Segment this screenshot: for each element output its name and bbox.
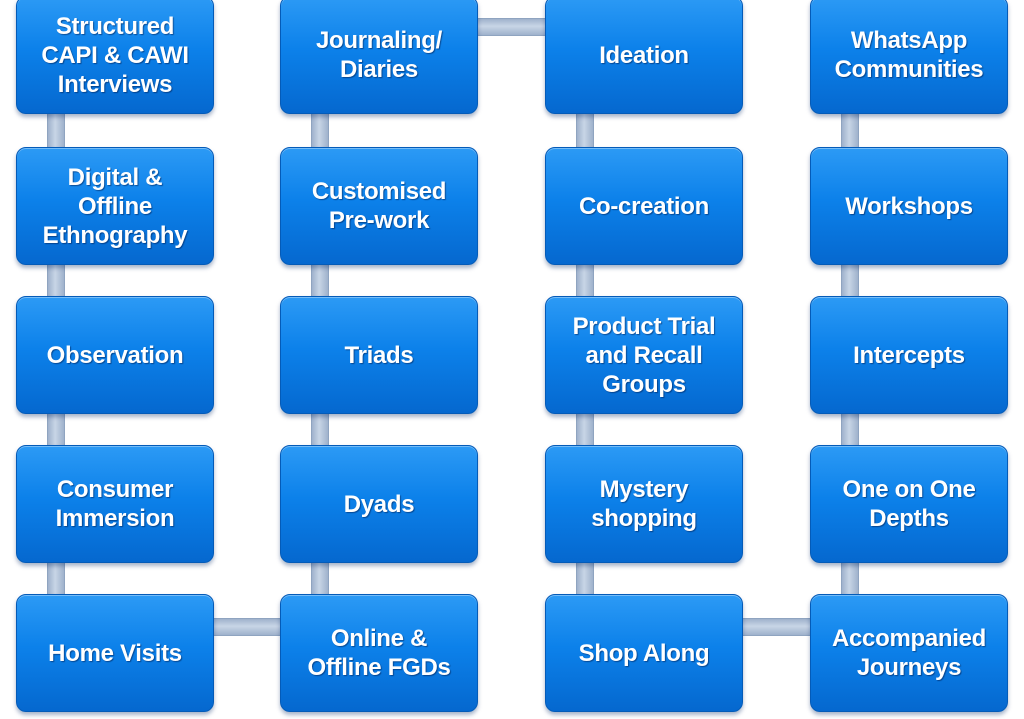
box-whatsapp-communities: WhatsApp Communities xyxy=(810,0,1008,114)
box-online-offline-fgds: Online & Offline FGDs xyxy=(280,594,478,712)
box-home-visits: Home Visits xyxy=(16,594,214,712)
box-dyads: Dyads xyxy=(280,445,478,563)
box-digital-offline-ethnography: Digital & Offline Ethnography xyxy=(16,147,214,265)
box-journaling-diaries: Journaling/ Diaries xyxy=(280,0,478,114)
box-consumer-immersion: Consumer Immersion xyxy=(16,445,214,563)
box-ideation: Ideation xyxy=(545,0,743,114)
box-triads: Triads xyxy=(280,296,478,414)
box-mystery-shopping: Mystery shopping xyxy=(545,445,743,563)
box-shop-along: Shop Along xyxy=(545,594,743,712)
box-structured-capi-cawi-interviews: Structured CAPI & CAWI Interviews xyxy=(16,0,214,114)
box-customised-pre-work: Customised Pre-work xyxy=(280,147,478,265)
box-co-creation: Co-creation xyxy=(545,147,743,265)
box-product-trial-recall-groups: Product Trial and Recall Groups xyxy=(545,296,743,414)
box-observation: Observation xyxy=(16,296,214,414)
box-workshops: Workshops xyxy=(810,147,1008,265)
box-one-on-one-depths: One on One Depths xyxy=(810,445,1008,563)
box-intercepts: Intercepts xyxy=(810,296,1008,414)
box-accompanied-journeys: Accompanied Journeys xyxy=(810,594,1008,712)
